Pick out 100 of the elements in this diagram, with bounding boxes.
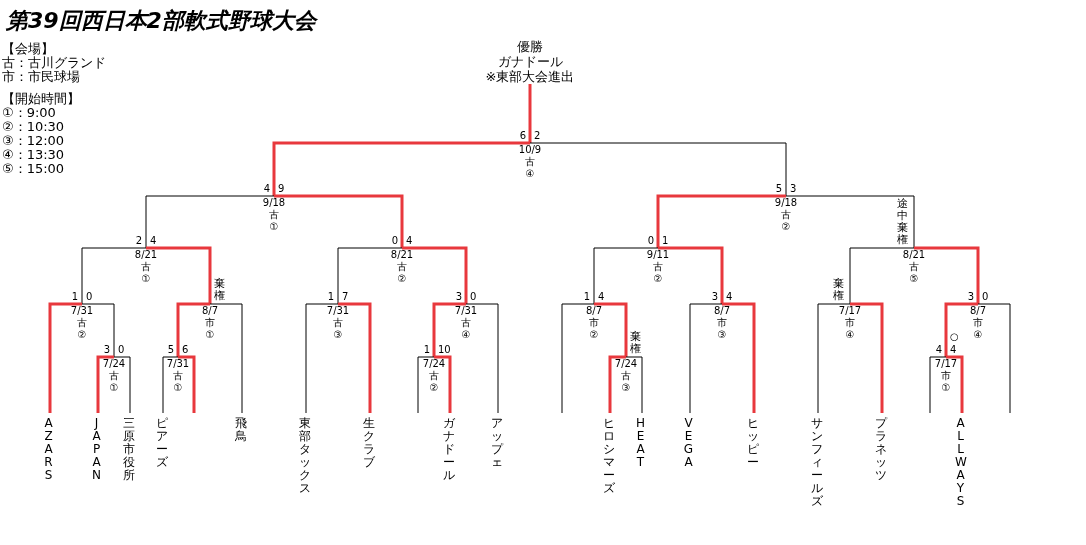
score: 1 xyxy=(423,344,430,355)
team-name: プラネッツ xyxy=(875,417,889,482)
match-info: 9/18 古 ② xyxy=(771,197,801,233)
team-name: AZARS xyxy=(43,417,57,482)
bracket-line xyxy=(274,194,404,248)
team-name: VEGA xyxy=(683,417,697,469)
bracket-line xyxy=(96,355,114,413)
bracket-line xyxy=(81,303,115,358)
bracket-line xyxy=(944,302,978,357)
bracket-line xyxy=(337,247,403,305)
score: 4 xyxy=(406,235,413,246)
bracket-line xyxy=(113,356,131,414)
score: 0 xyxy=(470,291,477,302)
bracket-line xyxy=(977,303,1011,414)
team-name: ガナドール xyxy=(443,417,457,482)
bracket-line xyxy=(176,302,210,357)
match-info: 9/11 古 ② xyxy=(643,249,673,285)
score: 6 xyxy=(182,344,189,355)
score: 0 xyxy=(86,291,93,302)
match-info: 7/31 古 ③ xyxy=(323,305,353,341)
venue-time-note: 【開始時間】 xyxy=(2,92,80,106)
bracket-line xyxy=(656,194,786,248)
forfeit-note: 棄権 xyxy=(214,278,227,302)
score: 2 xyxy=(534,130,541,141)
score: 10 xyxy=(438,344,451,355)
team-name: ピアーズ xyxy=(156,417,170,469)
score: 3 xyxy=(103,344,110,355)
score: 0 xyxy=(391,235,398,246)
score: 4 xyxy=(263,183,270,194)
bracket-line xyxy=(81,247,147,305)
bracket-line xyxy=(48,302,82,413)
bracket-line xyxy=(305,303,339,414)
score: 9 xyxy=(278,183,285,194)
bracket-line xyxy=(625,356,643,414)
score: 4 xyxy=(935,344,942,355)
score: 3 xyxy=(790,183,797,194)
venue-time-note: ①：9:00 xyxy=(2,106,56,120)
bracket-line xyxy=(785,195,915,249)
venue-time-note: ②：10:30 xyxy=(2,120,65,134)
team-name: HEAT xyxy=(635,417,649,469)
match-info: 8/7 市 ④ xyxy=(963,305,993,341)
match-info: 8/21 古 ② xyxy=(387,249,417,285)
team-name: ヒロシマーズ xyxy=(603,417,617,495)
score: 5 xyxy=(167,344,174,355)
bracket-line xyxy=(658,246,724,304)
venue-time-note: ⑤：15:00 xyxy=(2,162,65,176)
bracket-line xyxy=(209,303,243,414)
bracket-line xyxy=(272,141,530,196)
bracket-line xyxy=(946,355,964,413)
bracket-line xyxy=(817,303,851,414)
match-info: 7/31 古 ② xyxy=(67,305,97,341)
forfeit-note: 棄権 xyxy=(630,331,643,355)
score: 1 xyxy=(662,235,669,246)
match-info: 8/7 市 ① xyxy=(195,305,225,341)
score: 1 xyxy=(71,291,78,302)
bracket-line xyxy=(561,303,595,414)
match-info: 8/21 古 ① xyxy=(131,249,161,285)
match-info: 7/17 市 ④ xyxy=(835,305,865,341)
match-info: 7/17 市 ① xyxy=(931,358,961,394)
score: ○ xyxy=(950,331,959,342)
team-name: 飛鳥 xyxy=(235,417,249,443)
title: 第39回西日本2部軟式野球大会 xyxy=(6,7,316,35)
team-name: サンフィールズ xyxy=(811,417,825,508)
bracket-line xyxy=(850,302,884,413)
champion-label: 優勝 ガナドール ※東部大会進出 xyxy=(460,39,600,84)
bracket-line xyxy=(849,247,915,305)
match-info: 7/31 古 ④ xyxy=(451,305,481,341)
match-info: 7/24 古 ② xyxy=(419,358,449,394)
match-info: 7/31 古 ① xyxy=(163,358,193,394)
venue-time-note: ③：12:00 xyxy=(2,134,65,148)
bracket-line xyxy=(402,246,468,304)
score: 1 xyxy=(583,291,590,302)
match-info: 8/7 市 ② xyxy=(579,305,609,341)
score: 4 xyxy=(598,291,605,302)
score: 4 xyxy=(150,235,157,246)
score: 3 xyxy=(711,291,718,302)
bracket-line xyxy=(434,355,452,413)
match-info: 10/9 古 ④ xyxy=(515,144,545,180)
match-info: 8/7 市 ③ xyxy=(707,305,737,341)
team-name: 東部タックス xyxy=(299,417,313,495)
forfeit-note: 途中棄権 xyxy=(897,198,910,246)
match-info: 8/21 古 ⑤ xyxy=(899,249,929,285)
team-name: 生クラブ xyxy=(363,417,377,469)
match-info: 7/24 古 ① xyxy=(99,358,129,394)
team-name: ALLWAYS xyxy=(955,417,969,508)
team-name: ヒッピー xyxy=(747,417,761,469)
team-name: JAPAN xyxy=(91,417,105,482)
bracket-line xyxy=(608,355,626,413)
bracket-line xyxy=(162,356,179,414)
bracket-line xyxy=(432,302,466,357)
score: 2 xyxy=(135,235,142,246)
venue-time-note: 【会場】 xyxy=(2,42,54,56)
bracket-line xyxy=(529,142,787,197)
score: 5 xyxy=(775,183,782,194)
score: 0 xyxy=(118,344,125,355)
bracket-line xyxy=(528,82,532,143)
score: 1 xyxy=(327,291,334,302)
venue-time-note: 市：市民球場 xyxy=(2,70,80,84)
score: 3 xyxy=(455,291,462,302)
bracket-line xyxy=(417,356,435,414)
